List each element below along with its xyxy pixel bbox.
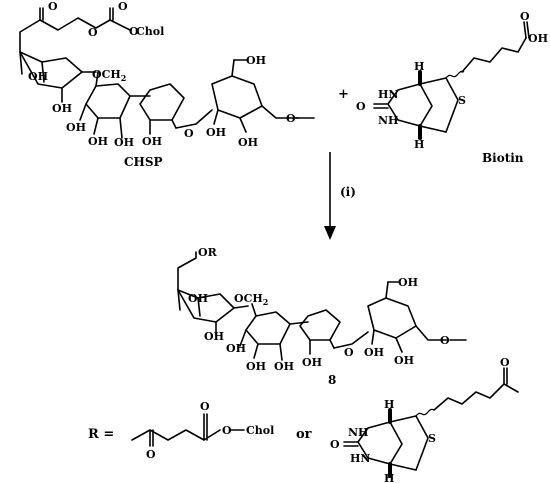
product-oh-4: OH [246,360,266,373]
chsp-chol-o: O [129,25,139,38]
chsp-chol: Chol [136,25,164,38]
r-ester-o: O [200,400,210,413]
chsp-och2: OCH2 [92,68,126,83]
product-glyco-o: O [344,346,354,359]
chsp-oh-5: OH [114,136,134,149]
chsp-oh-7: OH [246,54,266,67]
plus-sign: + [338,87,349,102]
r-biotin-nh: HN [350,452,370,465]
chsp-label: CHSP [124,155,163,169]
product-structure [177,251,447,361]
r-biotin-keto-o: O [500,356,510,369]
chsp-carbonyl-o1: O [48,0,58,13]
biotin-carbonyl-o: O [356,100,366,113]
product-label: 8 [328,373,336,387]
r-biotin-h-2: H [384,472,394,483]
chsp-oh-6: OH [142,135,162,148]
chsp-oh-8: OH [206,126,226,139]
biotin-h-2: H [414,138,424,151]
product-och2: OCH2 [234,292,268,307]
chsp-structure [19,7,299,139]
r-keto-o: O [146,448,156,461]
r-chol-label: Chol [246,424,274,437]
biotin-nh-2: NH [378,114,398,127]
r-chol-group [131,413,221,447]
chsp-oh-3: OH [66,121,86,134]
product-oh-7: OH [398,276,418,289]
r-biotin-h-1: H [384,398,394,411]
r-biotin-o: O [330,438,340,451]
product-oh-8: OH [364,346,384,359]
reaction-arrow-head [324,226,336,240]
chsp-oh-1: OH [28,70,48,83]
chsp-oh-4: OH [88,135,108,148]
product-oh-9: OH [394,354,414,367]
r-biotin-s: S [428,432,436,445]
reagent-label: (i) [340,185,356,199]
product-oh-2: OH [204,330,224,343]
product-oh-3: OH [226,342,246,355]
r-or-connector: or [296,427,312,442]
product-oh-1: OH [188,292,208,305]
chsp-ome: O [286,112,296,125]
biotin-nh: HN [378,88,398,101]
chsp-oh-9: OH [238,136,258,149]
biotin-h-1: H [414,60,424,73]
biotin-acid-o: O [520,10,530,23]
chsp-ester-o: O [88,26,98,39]
product-ome: O [440,334,450,347]
biotin-acid-oh: OH [528,32,548,45]
product-oh-6: OH [302,356,322,369]
biotin-structure [373,21,530,140]
biotin-s: S [458,94,466,107]
product-or: OR [198,246,218,259]
chsp-glyco-o: O [184,127,194,140]
r-biotinyl-group [343,367,519,478]
chsp-oh-2: OH [52,102,72,115]
product-oh-5: OH [274,360,294,373]
r-biotin-hn: NH [348,426,368,439]
biotin-label: Biotin [482,151,524,165]
r-chol-o: O [222,424,232,437]
r-prefix: R = [88,427,114,442]
chsp-carbonyl-o2: O [118,0,128,13]
